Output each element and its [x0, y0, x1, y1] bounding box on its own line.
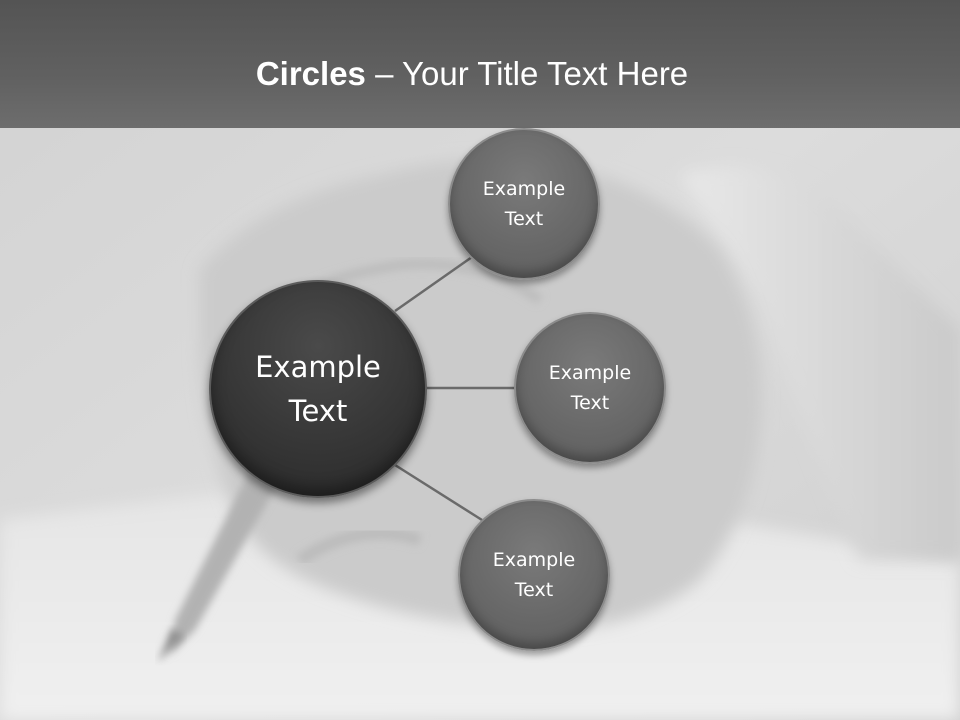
slide-title: Circles – Your Title Text Here	[0, 52, 944, 96]
center-circle-label: Example Text	[255, 350, 381, 428]
connector-line-top	[394, 255, 473, 313]
satellite-circle-label: Example Text	[548, 362, 632, 414]
satellite-circle-middle: Example Text	[514, 312, 666, 464]
satellite-circle-label: Example Text	[482, 178, 566, 230]
connector-line-bottom	[394, 463, 483, 522]
center-circle: Example Text	[209, 280, 427, 498]
satellite-circle-bottom: Example Text	[458, 499, 610, 651]
title-bold-text: Circles	[255, 55, 366, 92]
satellite-circle-label: Example Text	[492, 549, 576, 601]
title-band	[0, 0, 960, 128]
satellite-circle-top: Example Text	[448, 128, 600, 280]
title-rest-text: – Your Title Text Here	[365, 55, 689, 92]
